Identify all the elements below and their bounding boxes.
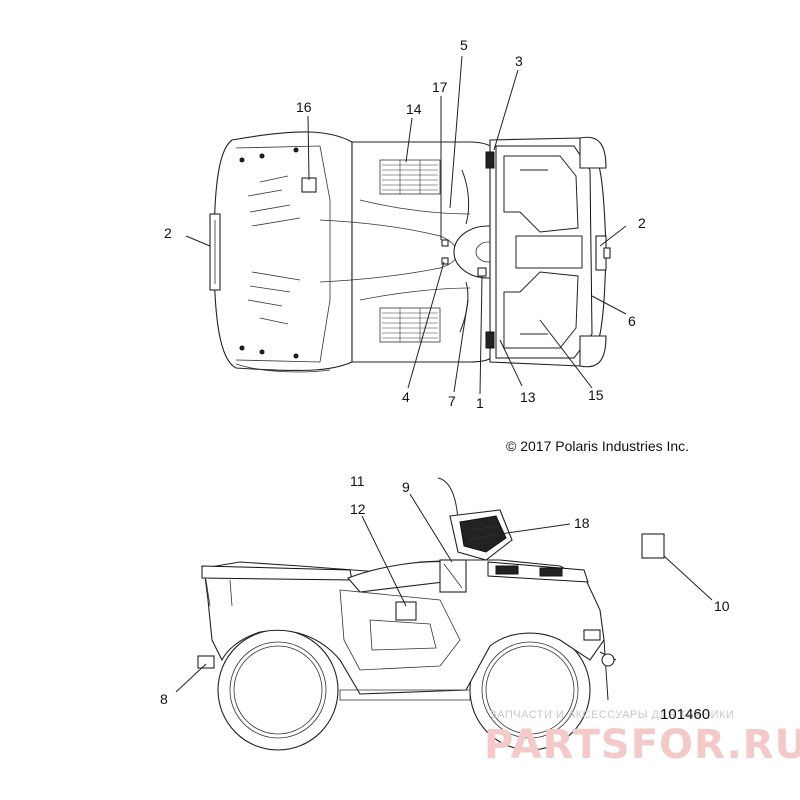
callout-14: 14 [406, 101, 422, 117]
atv-top-view [209, 131, 611, 373]
top-view-labels: 16 14 17 5 3 2 2 6 4 7 1 13 15 [164, 37, 646, 411]
callout-2-rear: 2 [164, 225, 172, 241]
footrest-grid-upper [379, 159, 441, 195]
reference-number: 101460 [660, 706, 710, 723]
callout-5: 5 [460, 37, 468, 53]
atv-side-view [197, 477, 665, 751]
copyright-notice: © 2017 Polaris Industries Inc. [506, 438, 689, 454]
callout-18: 18 [574, 515, 590, 531]
callout-13: 13 [520, 389, 536, 405]
callout-7: 7 [448, 393, 456, 409]
callout-16: 16 [296, 99, 312, 115]
callout-15: 15 [588, 387, 604, 403]
callout-4: 4 [402, 389, 410, 405]
callout-17: 17 [432, 79, 448, 95]
top-view-leaders [185, 55, 627, 395]
side-view-leaders [175, 493, 713, 693]
callout-2-front: 2 [638, 215, 646, 231]
callout-3: 3 [515, 53, 523, 69]
side-view-labels: 11 9 12 18 10 8 [160, 473, 730, 707]
callout-8: 8 [160, 691, 168, 707]
watermark-logo: PARTSFOR.RU [484, 722, 800, 768]
callout-1: 1 [476, 395, 484, 411]
watermark-tagline: ЗАПЧАСТИ И АКСЕССУАРЫ ДЛЯ ТЕХНИКИ [490, 709, 734, 721]
callout-9: 9 [402, 479, 410, 495]
callout-10: 10 [714, 598, 730, 614]
callout-12: 12 [350, 501, 366, 517]
footrest-grid-lower [379, 307, 441, 343]
callout-6: 6 [628, 313, 636, 329]
callout-11: 11 [350, 473, 365, 489]
